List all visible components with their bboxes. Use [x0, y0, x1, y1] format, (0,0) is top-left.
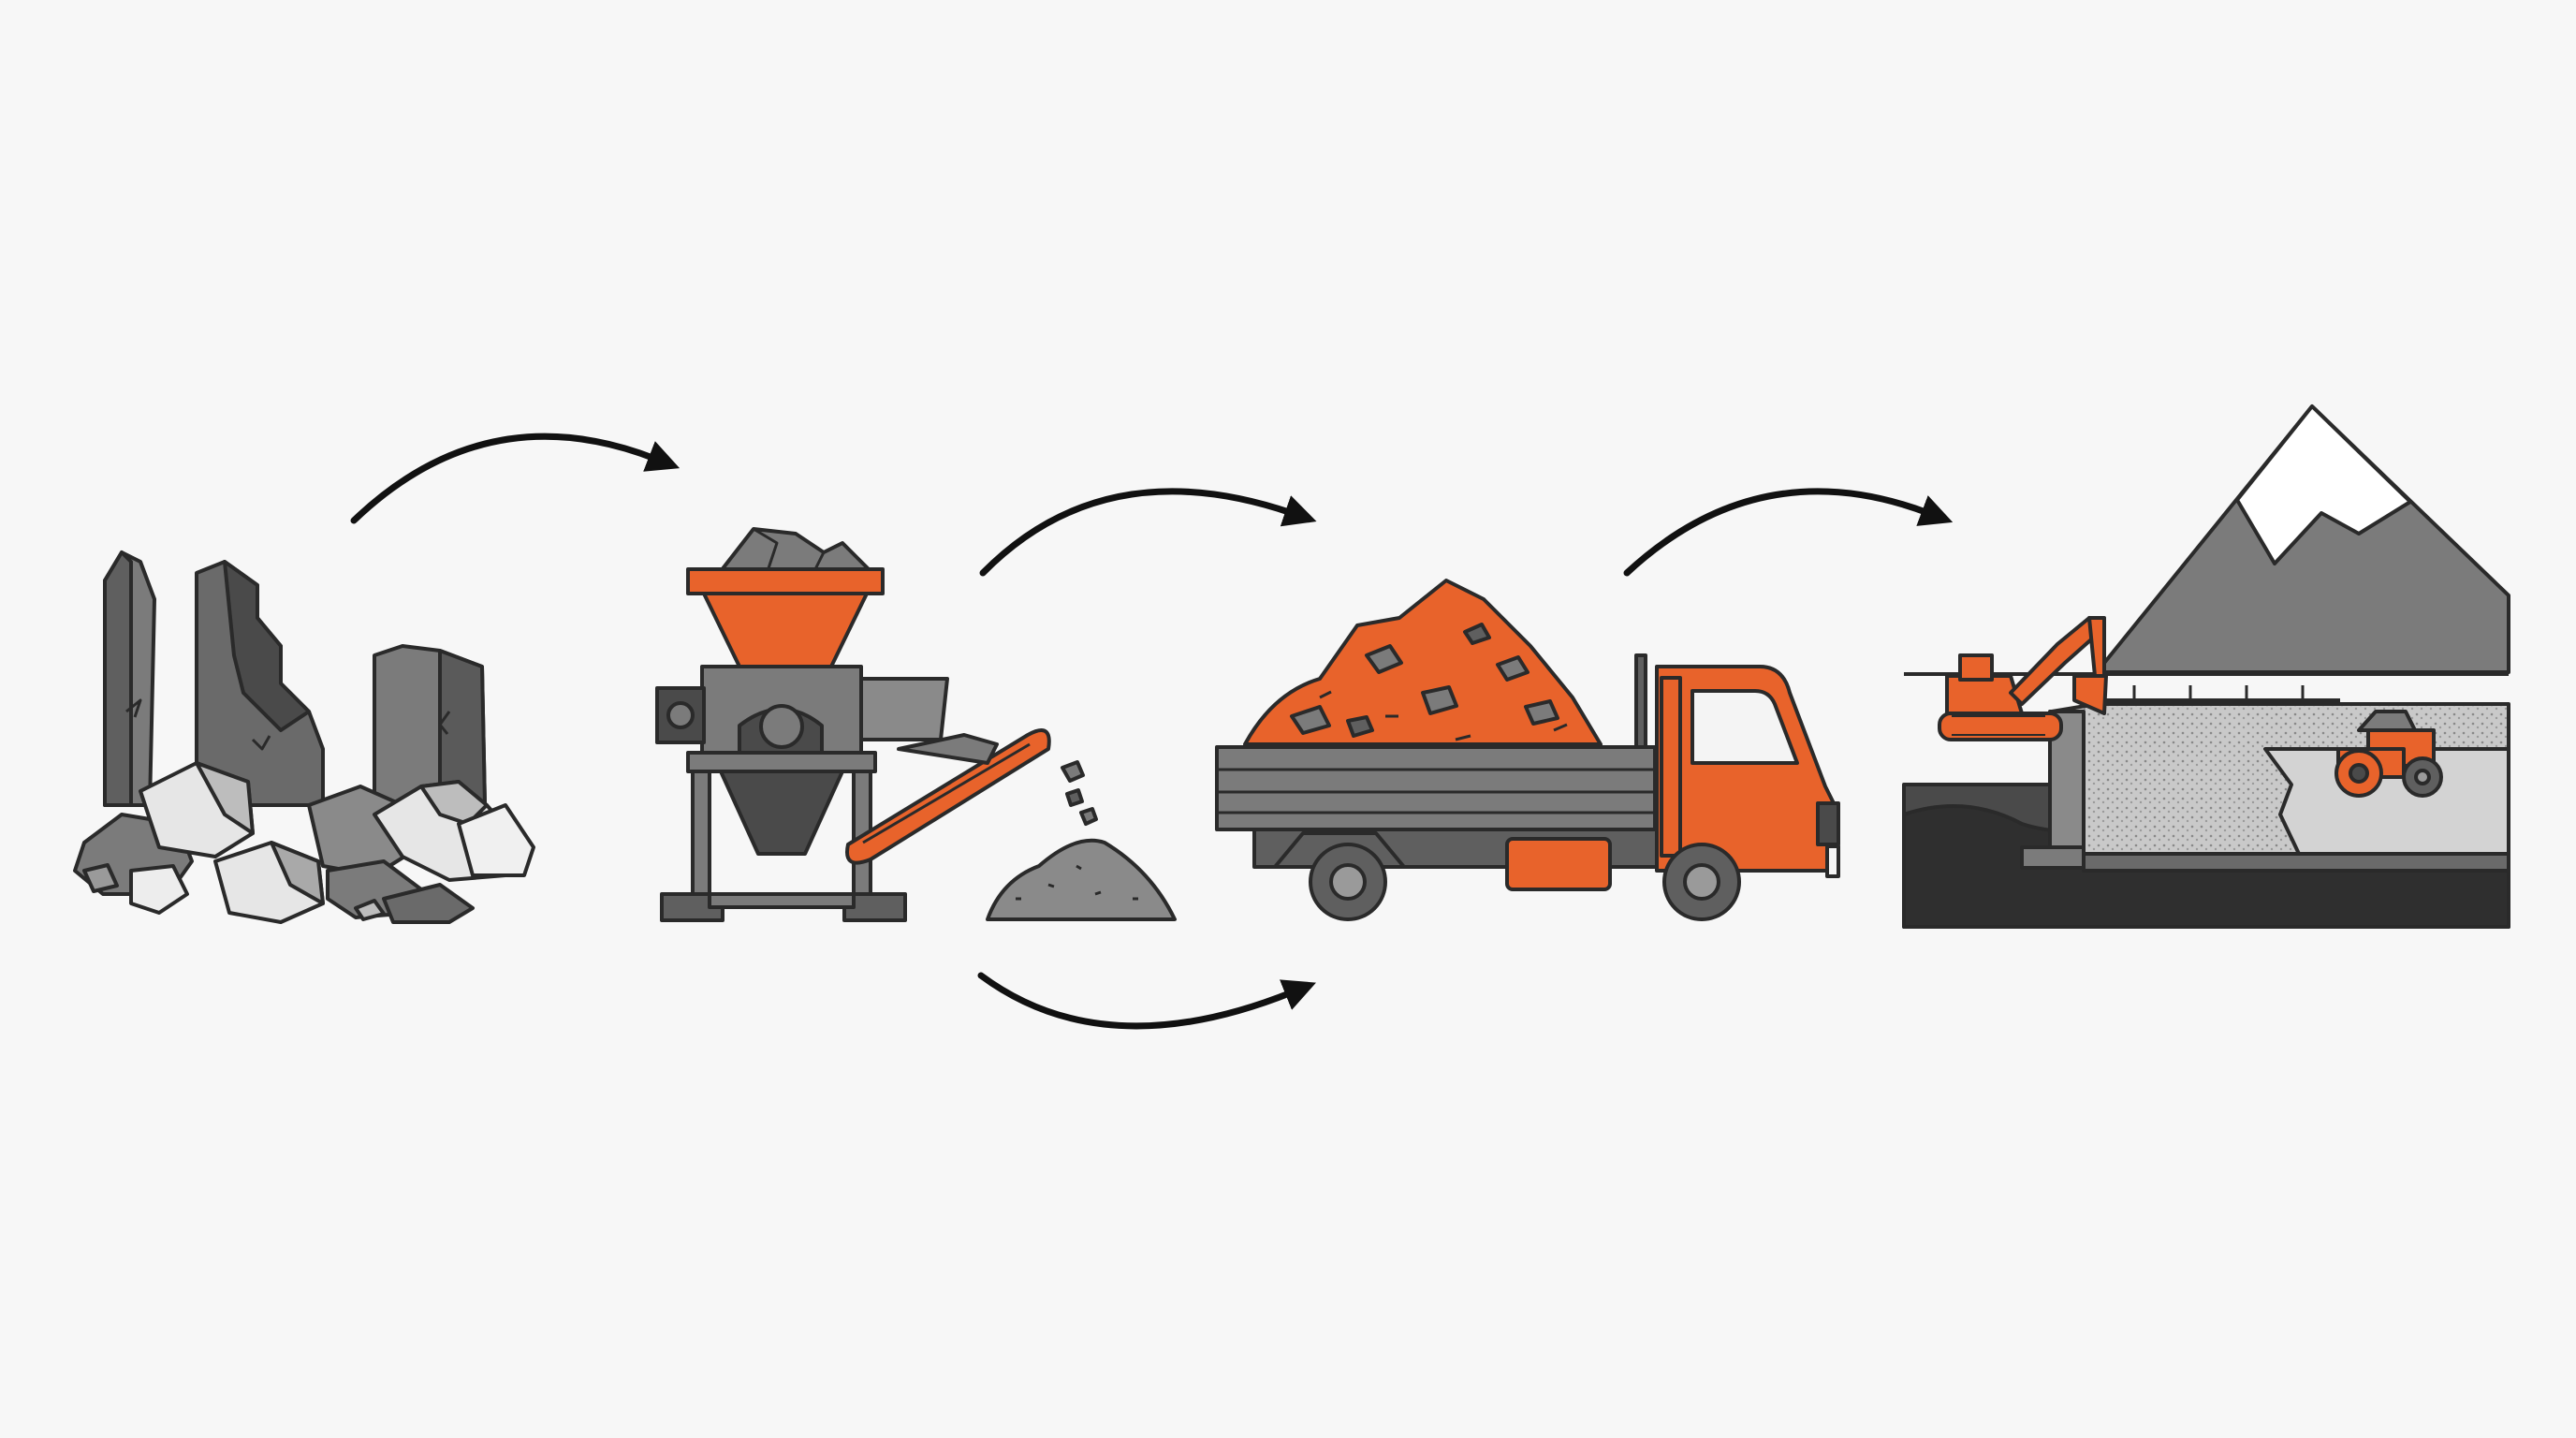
conveyor-belt: [845, 728, 1051, 865]
construction-site-icon: [1902, 404, 2510, 929]
flow-arrow-1: [350, 433, 681, 524]
rubble-icon: [73, 550, 535, 924]
excavator: [1938, 616, 2108, 741]
flow-arrow-2: [979, 488, 1317, 577]
road-roller: [2334, 710, 2443, 798]
flow-arrow-3: [977, 972, 1317, 1030]
truck-load: [1243, 579, 1603, 746]
dump-truck-icon: [1215, 579, 1840, 921]
flow-arrows: [350, 433, 1954, 1030]
flow-arrow-4: [1623, 488, 1954, 577]
crusher-machine-icon: [655, 527, 1177, 922]
truck-wheels: [1309, 843, 1741, 921]
gravel-pile: [986, 838, 1177, 921]
